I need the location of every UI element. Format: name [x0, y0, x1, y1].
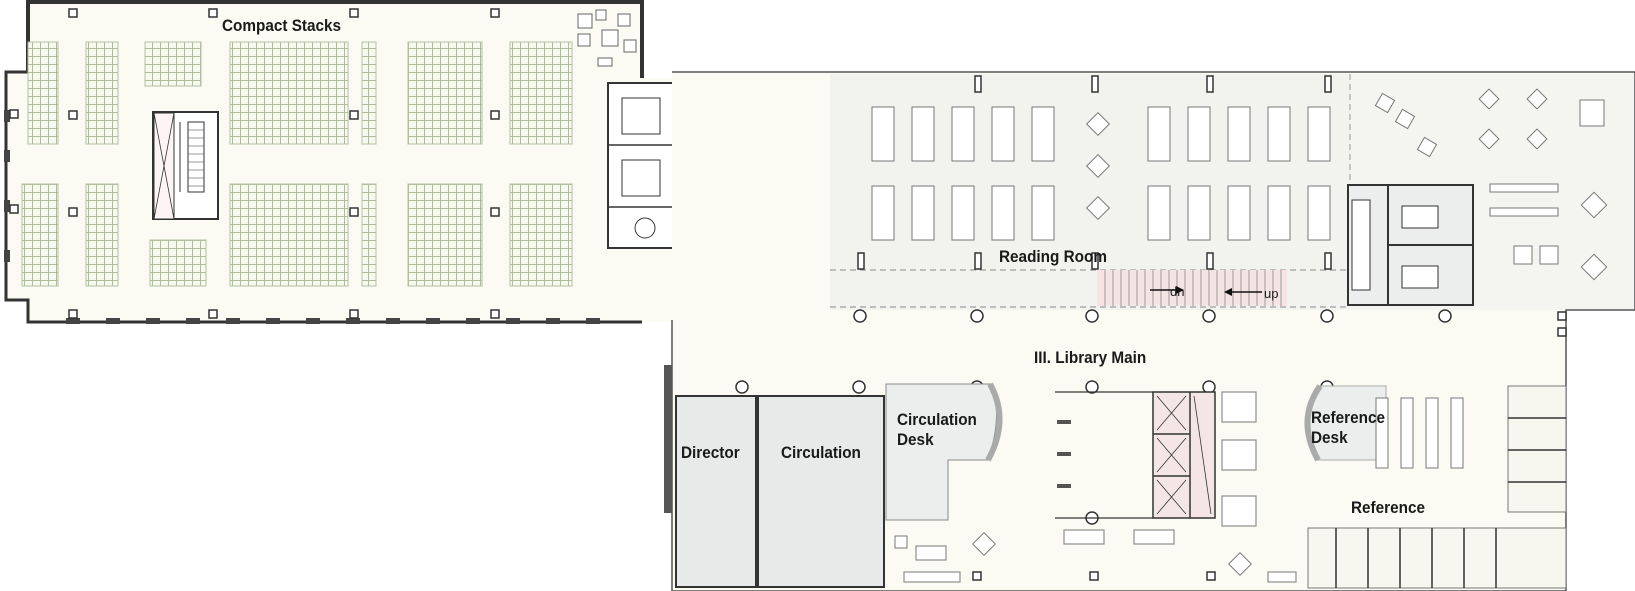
reference-desk-label-line2: Desk	[1311, 428, 1348, 447]
circulation-desk-label-line1: Circulation	[897, 410, 977, 429]
director-label: Director	[681, 443, 740, 462]
main-floor-seating	[894, 391, 1297, 583]
circulation-desk	[885, 382, 1003, 521]
lounge-seating	[1374, 88, 1608, 281]
reading-room-label: Reading Room	[999, 247, 1107, 266]
stacks-stair-core	[152, 111, 219, 220]
stair-up-label: up	[1264, 286, 1279, 301]
main-wing	[664, 71, 1635, 591]
reference-area	[1307, 385, 1567, 589]
reading-tables	[871, 106, 1331, 241]
reference-label: Reference	[1351, 498, 1425, 517]
circulation-label: Circulation	[781, 443, 861, 462]
main-offices	[675, 395, 885, 588]
reference-desk	[1304, 384, 1387, 462]
columns	[9, 8, 500, 319]
circulation-desk-label-line2: Desk	[897, 430, 934, 449]
grand-stair	[1097, 270, 1287, 306]
compact-stacks-wing	[4, 0, 672, 324]
library-main-label: III. Library Main	[1034, 348, 1147, 367]
stacks-lounge-furniture	[577, 9, 637, 67]
study-rooms	[1347, 184, 1474, 306]
stair-down-label: dn	[1170, 284, 1185, 299]
central-elevators	[1055, 391, 1216, 519]
reference-desk-label-line1: Reference	[1311, 408, 1385, 427]
compact-stacks-label: Compact Stacks	[222, 16, 342, 35]
compact-shelving	[21, 41, 573, 287]
window-mullions	[4, 110, 600, 324]
